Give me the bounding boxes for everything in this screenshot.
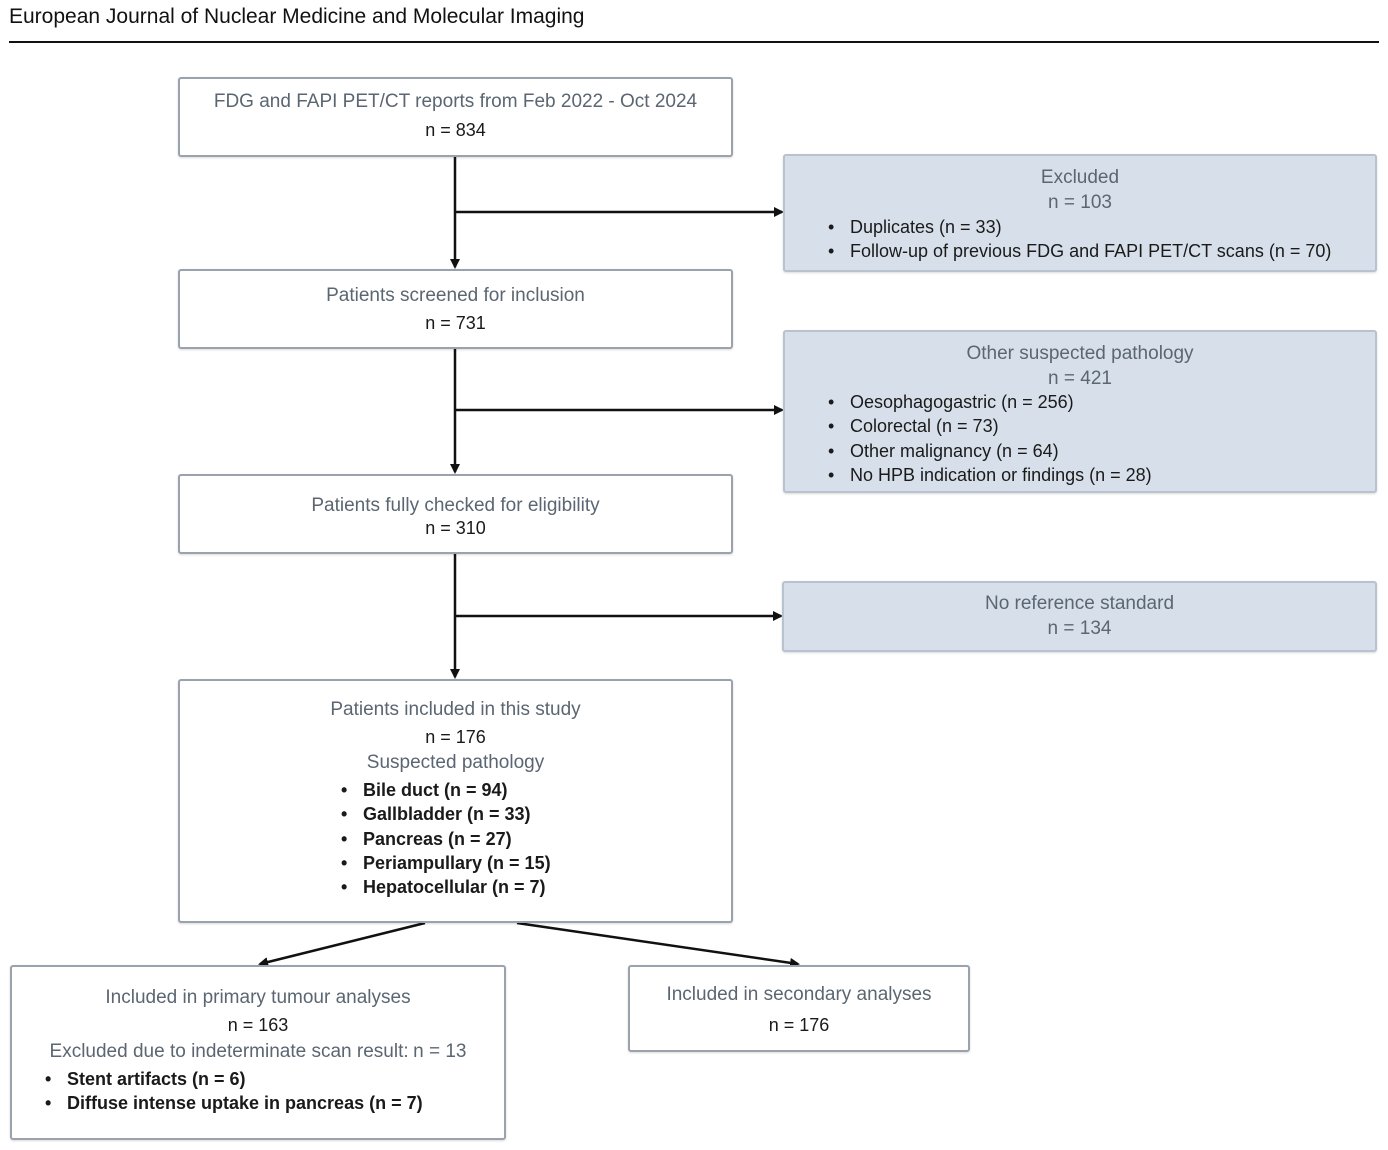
noref-count: n = 134 — [1047, 618, 1112, 639]
excluded-title: Excluded — [1040, 167, 1120, 188]
primary-list: Stent artifacts (n = 6) Diffuse intense … — [39, 1067, 504, 1116]
included-list: Bile duct (n = 94) Gallbladder (n = 33) … — [335, 778, 731, 900]
excluded-count: n = 103 — [1048, 192, 1112, 213]
secondary-count: n = 176 — [768, 1015, 830, 1035]
list-item: Bile duct (n = 94) — [335, 778, 731, 803]
secondary-title: Included in secondary analyses — [666, 984, 932, 1005]
eligibility-title: Patients fully checked for eligibility — [311, 495, 600, 516]
list-item: Duplicates (n = 33) — [822, 215, 1375, 240]
header-rule — [9, 41, 1379, 43]
box-no-reference: No reference standard n = 134 — [782, 581, 1377, 652]
list-item: Oesophagogastric (n = 256) — [822, 390, 1375, 415]
primary-excluded-label: Excluded due to indeterminate scan resul… — [49, 1041, 409, 1062]
primary-count: n = 163 — [227, 1015, 289, 1035]
included-subtitle: Suspected pathology — [366, 752, 545, 773]
list-item: Stent artifacts (n = 6) — [39, 1067, 504, 1092]
primary-excluded-line: Excluded due to indeterminate scan resul… — [12, 1041, 504, 1063]
screened-title: Patients screened for inclusion — [326, 285, 585, 306]
box-eligibility: Patients fully checked for eligibility n… — [178, 474, 733, 554]
other-list: Oesophagogastric (n = 256) Colorectal (n… — [822, 390, 1375, 487]
list-item: Pancreas (n = 27) — [335, 827, 731, 852]
included-count: n = 176 — [425, 727, 486, 747]
list-item: Follow-up of previous FDG and FAPI PET/C… — [822, 239, 1375, 264]
box-included: Patients included in this study n = 176 … — [178, 679, 733, 923]
reports-count: n = 834 — [425, 120, 486, 140]
list-item: Periampullary (n = 15) — [335, 851, 731, 876]
noref-title: No reference standard — [984, 593, 1175, 614]
box-secondary-analyses: Included in secondary analyses n = 176 — [628, 965, 970, 1052]
list-item: Hepatocellular (n = 7) — [335, 875, 731, 900]
eligibility-count: n = 310 — [425, 518, 486, 538]
list-item: Colorectal (n = 73) — [822, 414, 1375, 439]
box-reports: FDG and FAPI PET/CT reports from Feb 202… — [178, 77, 733, 157]
box-other-pathology: Other suspected pathology n = 421 Oesoph… — [783, 330, 1377, 493]
arrow-to-secondary — [516, 921, 800, 968]
list-item: No HPB indication or findings (n = 28) — [822, 463, 1375, 488]
box-screened: Patients screened for inclusion n = 731 — [178, 269, 733, 349]
primary-title: Included in primary tumour analyses — [105, 987, 411, 1008]
list-item: Gallbladder (n = 33) — [335, 802, 731, 827]
screened-count: n = 731 — [425, 313, 486, 333]
journal-title: European Journal of Nuclear Medicine and… — [9, 5, 585, 28]
list-item: Diffuse intense uptake in pancreas (n = … — [39, 1091, 504, 1116]
box-primary-analyses: Included in primary tumour analyses n = … — [10, 965, 506, 1140]
arrow-to-primary — [258, 921, 426, 967]
list-item: Other malignancy (n = 64) — [822, 439, 1375, 464]
included-title: Patients included in this study — [330, 699, 581, 720]
other-count: n = 421 — [1048, 368, 1112, 389]
primary-excluded-count: n = 13 — [413, 1041, 467, 1062]
excluded-list: Duplicates (n = 33) Follow-up of previou… — [822, 215, 1375, 264]
box-excluded: Excluded n = 103 Duplicates (n = 33) Fol… — [783, 154, 1377, 272]
other-title: Other suspected pathology — [966, 343, 1194, 364]
reports-title: FDG and FAPI PET/CT reports from Feb 202… — [213, 91, 698, 112]
